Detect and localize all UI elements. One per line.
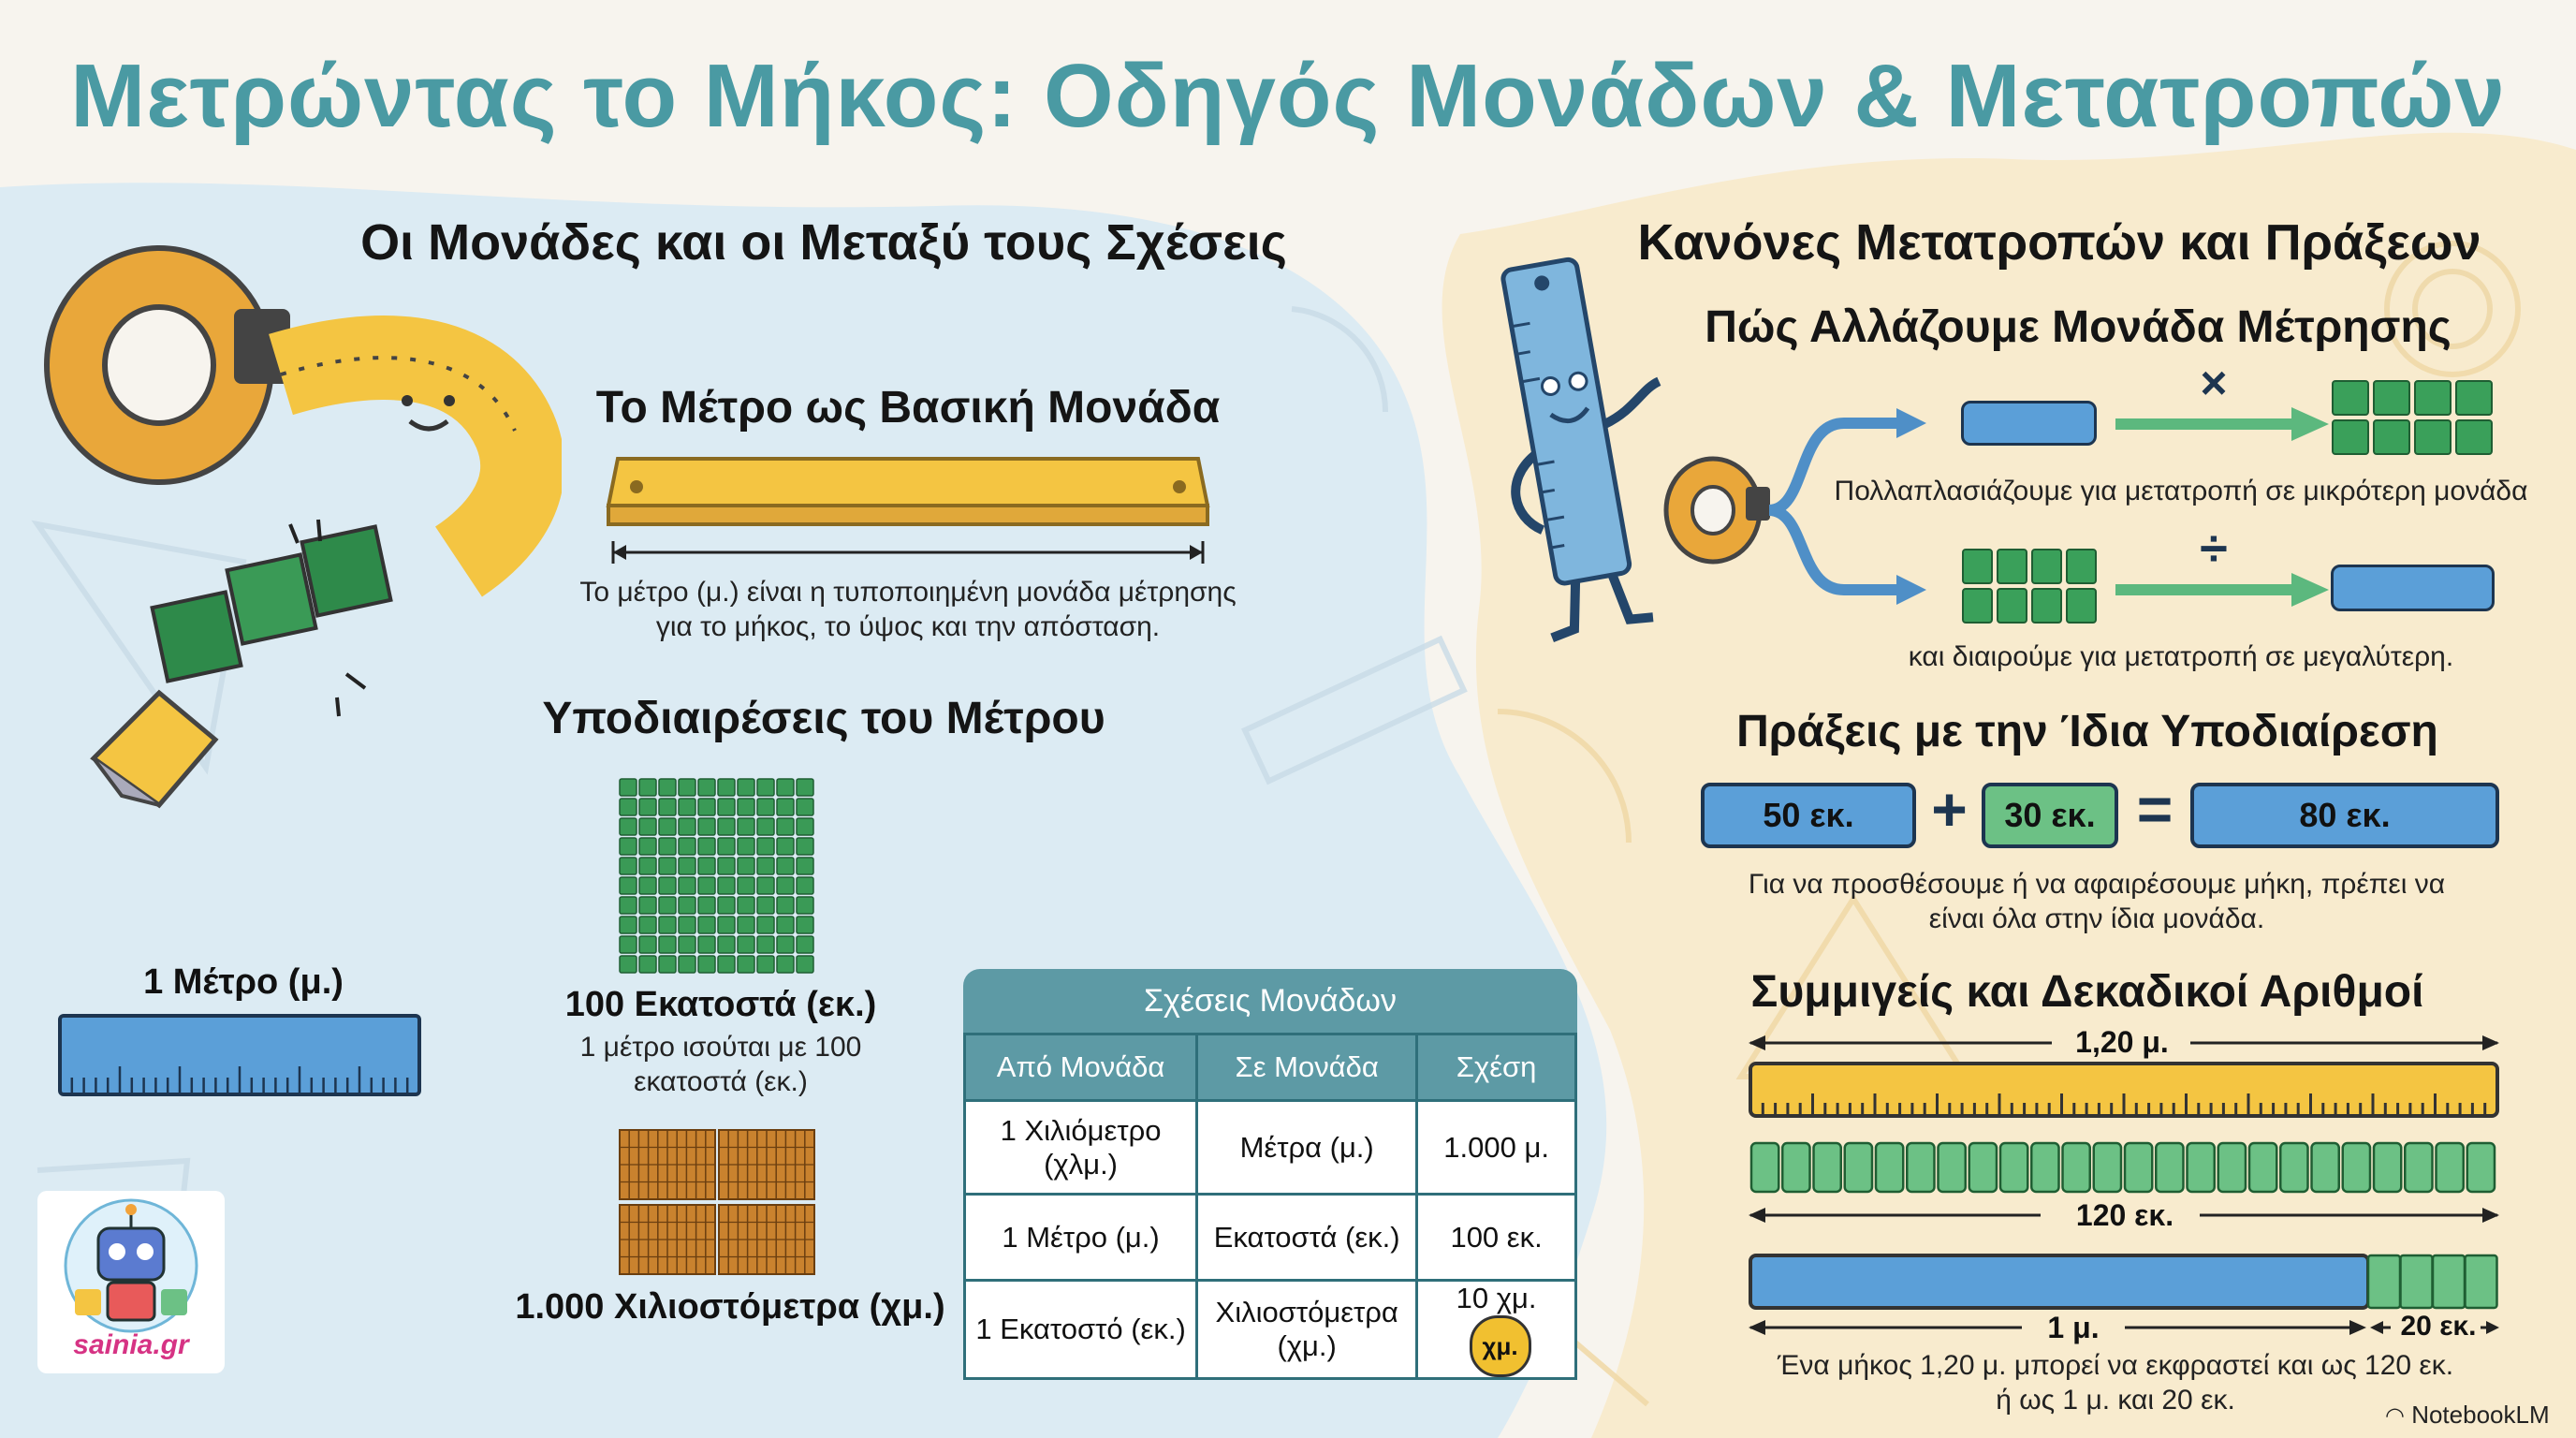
cm-caption-line2: εκατοστά (εκ.): [634, 1066, 808, 1097]
change-unit-title: Πώς Αλλάζουμε Μονάδα Μέτρησης: [1705, 302, 2452, 352]
meter-caption-line1: Το μέτρο (μ.) είναι η τυποποιημένη μονάδ…: [579, 577, 1237, 608]
table-header-relation: Σχέση: [1415, 1033, 1577, 1102]
table-header-from: Από Μονάδα: [962, 1033, 1199, 1102]
table-cell: 100 εκ.: [1415, 1193, 1577, 1282]
mm-badge: χμ.: [1469, 1315, 1531, 1377]
one-meter-bar: [58, 1014, 421, 1096]
divide-arrow: [2115, 573, 2329, 607]
table-cell: Μέτρα (μ.): [1195, 1099, 1419, 1196]
meter-caption-line2: για το μήκος, το ύψος και την απόσταση.: [655, 611, 1161, 642]
multiply-caption: Πολλαπλασιάζουμε για μετατροπή σε μικρότ…: [1834, 476, 2528, 506]
centimeter-grid-icon: [619, 778, 814, 974]
subdivisions-title: Υποδιαιρέσεις του Μέτρου: [542, 694, 1105, 743]
plus-symbol: +: [1931, 774, 1968, 844]
mm-label: 1.000 Χιλιοστόμετρα (χμ.): [515, 1287, 945, 1327]
table-header-to: Σε Μονάδα: [1195, 1033, 1419, 1102]
ruler-character-icon: [1500, 257, 1661, 642]
cm-caption-line1: 1 μέτρο ισούται με 100: [579, 1032, 862, 1063]
brand-watermark: ◠ NotebookLM: [2385, 1401, 2572, 1430]
logo-box: sainia.gr: [37, 1191, 225, 1373]
table-cell: 1 Χιλιόμετρο (χλμ.): [962, 1099, 1199, 1196]
table-cell: Εκατοστά (εκ.): [1195, 1193, 1419, 1282]
operand-b-box: 30 εκ.: [1982, 783, 2118, 848]
left-heading: Οι Μονάδες και οι Μεταξύ τους Σχέσεις: [360, 214, 1287, 271]
millimeter-block-icon: [619, 1129, 815, 1275]
notebooklm-icon: ◠: [2385, 1403, 2405, 1429]
multiply-symbol: ×: [2200, 357, 2228, 409]
unit-relations-table: Από Μονάδα Σε Μονάδα Σχέση 1 Χιλιόμετρο …: [962, 1033, 1577, 1380]
mixed-caption-line1: Ένα μήκος 1,20 μ. μπορεί να εκφραστεί κα…: [1777, 1350, 2454, 1381]
multiply-arrow: [2115, 407, 2329, 441]
page-title: Μετρώντας το Μήκος: Οδηγός Μονάδων & Μετ…: [70, 46, 2506, 146]
small-unit-grid-icon: [1962, 549, 2097, 624]
table-cell: 1.000 μ.: [1415, 1099, 1577, 1196]
brand-text: NotebookLM: [2411, 1401, 2550, 1429]
mixed-caption-line2: ή ως 1 μ. και 20 εκ.: [1996, 1385, 2235, 1416]
result-box: 80 εκ.: [2190, 783, 2499, 848]
equals-symbol: =: [2136, 774, 2174, 844]
ruler-icon: [606, 457, 1210, 564]
divide-caption: και διαιρούμε για μετατροπή σε μεγαλύτερ…: [1908, 641, 2454, 672]
logo-text: sainia.gr: [73, 1329, 189, 1360]
len-20cm-label: 20 εκ.: [2400, 1311, 2477, 1342]
small-unit-grid-icon: [2332, 380, 2493, 455]
large-unit-box: [2331, 565, 2495, 611]
table-caption: Σχέσεις Μονάδων: [963, 969, 1577, 1033]
one-meter-label: 1 Μέτρο (μ.): [143, 962, 344, 1002]
mixed-bars: [1749, 1035, 2499, 1335]
large-unit-box: [1961, 401, 2097, 446]
table-cell-value: 10 χμ.: [1456, 1282, 1537, 1314]
right-heading: Κανόνες Μετατροπών και Πράξεων: [1637, 214, 2481, 271]
table-row: 1 Χιλιόμετρο (χλμ.) Μέτρα (μ.) 1.000 μ.: [962, 1099, 1577, 1196]
ops-title: Πράξεις με την Ίδια Υποδιαίρεση: [1736, 707, 2438, 756]
ops-caption-line2: είναι όλα στην ίδια μονάδα.: [1928, 903, 2265, 934]
cm-label: 100 Εκατοστά (εκ.): [564, 985, 877, 1024]
operand-a-box: 50 εκ.: [1701, 783, 1916, 848]
ops-caption-line1: Για να προσθέσουμε ή να αφαιρέσουμε μήκη…: [1748, 869, 2446, 900]
meter-title: Το Μέτρο ως Βασική Μονάδα: [595, 383, 1221, 433]
divide-symbol: ÷: [2200, 521, 2228, 577]
len-120m-label: 1,20 μ.: [2075, 1025, 2169, 1059]
mixed-title: Συμμιγείς και Δεκαδικοί Αριθμοί: [1750, 967, 2424, 1017]
table-row: 1 Εκατοστό (εκ.) Χιλιοστόμετρα (χμ.) 10 …: [962, 1279, 1577, 1380]
len-120cm-label: 120 εκ.: [2075, 1198, 2174, 1232]
table-cell: 1 Μέτρο (μ.): [962, 1193, 1199, 1282]
table-cell: Χιλιοστόμετρα (χμ.): [1195, 1279, 1419, 1380]
table-cell: 10 χμ.χμ.: [1415, 1279, 1577, 1380]
branch-arrows: [1663, 408, 1926, 605]
tape-measure-icon: [44, 245, 562, 809]
table-row: 1 Μέτρο (μ.) Εκατοστά (εκ.) 100 εκ.: [962, 1193, 1577, 1282]
robot-logo-icon: [64, 1198, 198, 1333]
table-cell: 1 Εκατοστό (εκ.): [962, 1279, 1199, 1380]
len-1m-label: 1 μ.: [2047, 1311, 2100, 1344]
